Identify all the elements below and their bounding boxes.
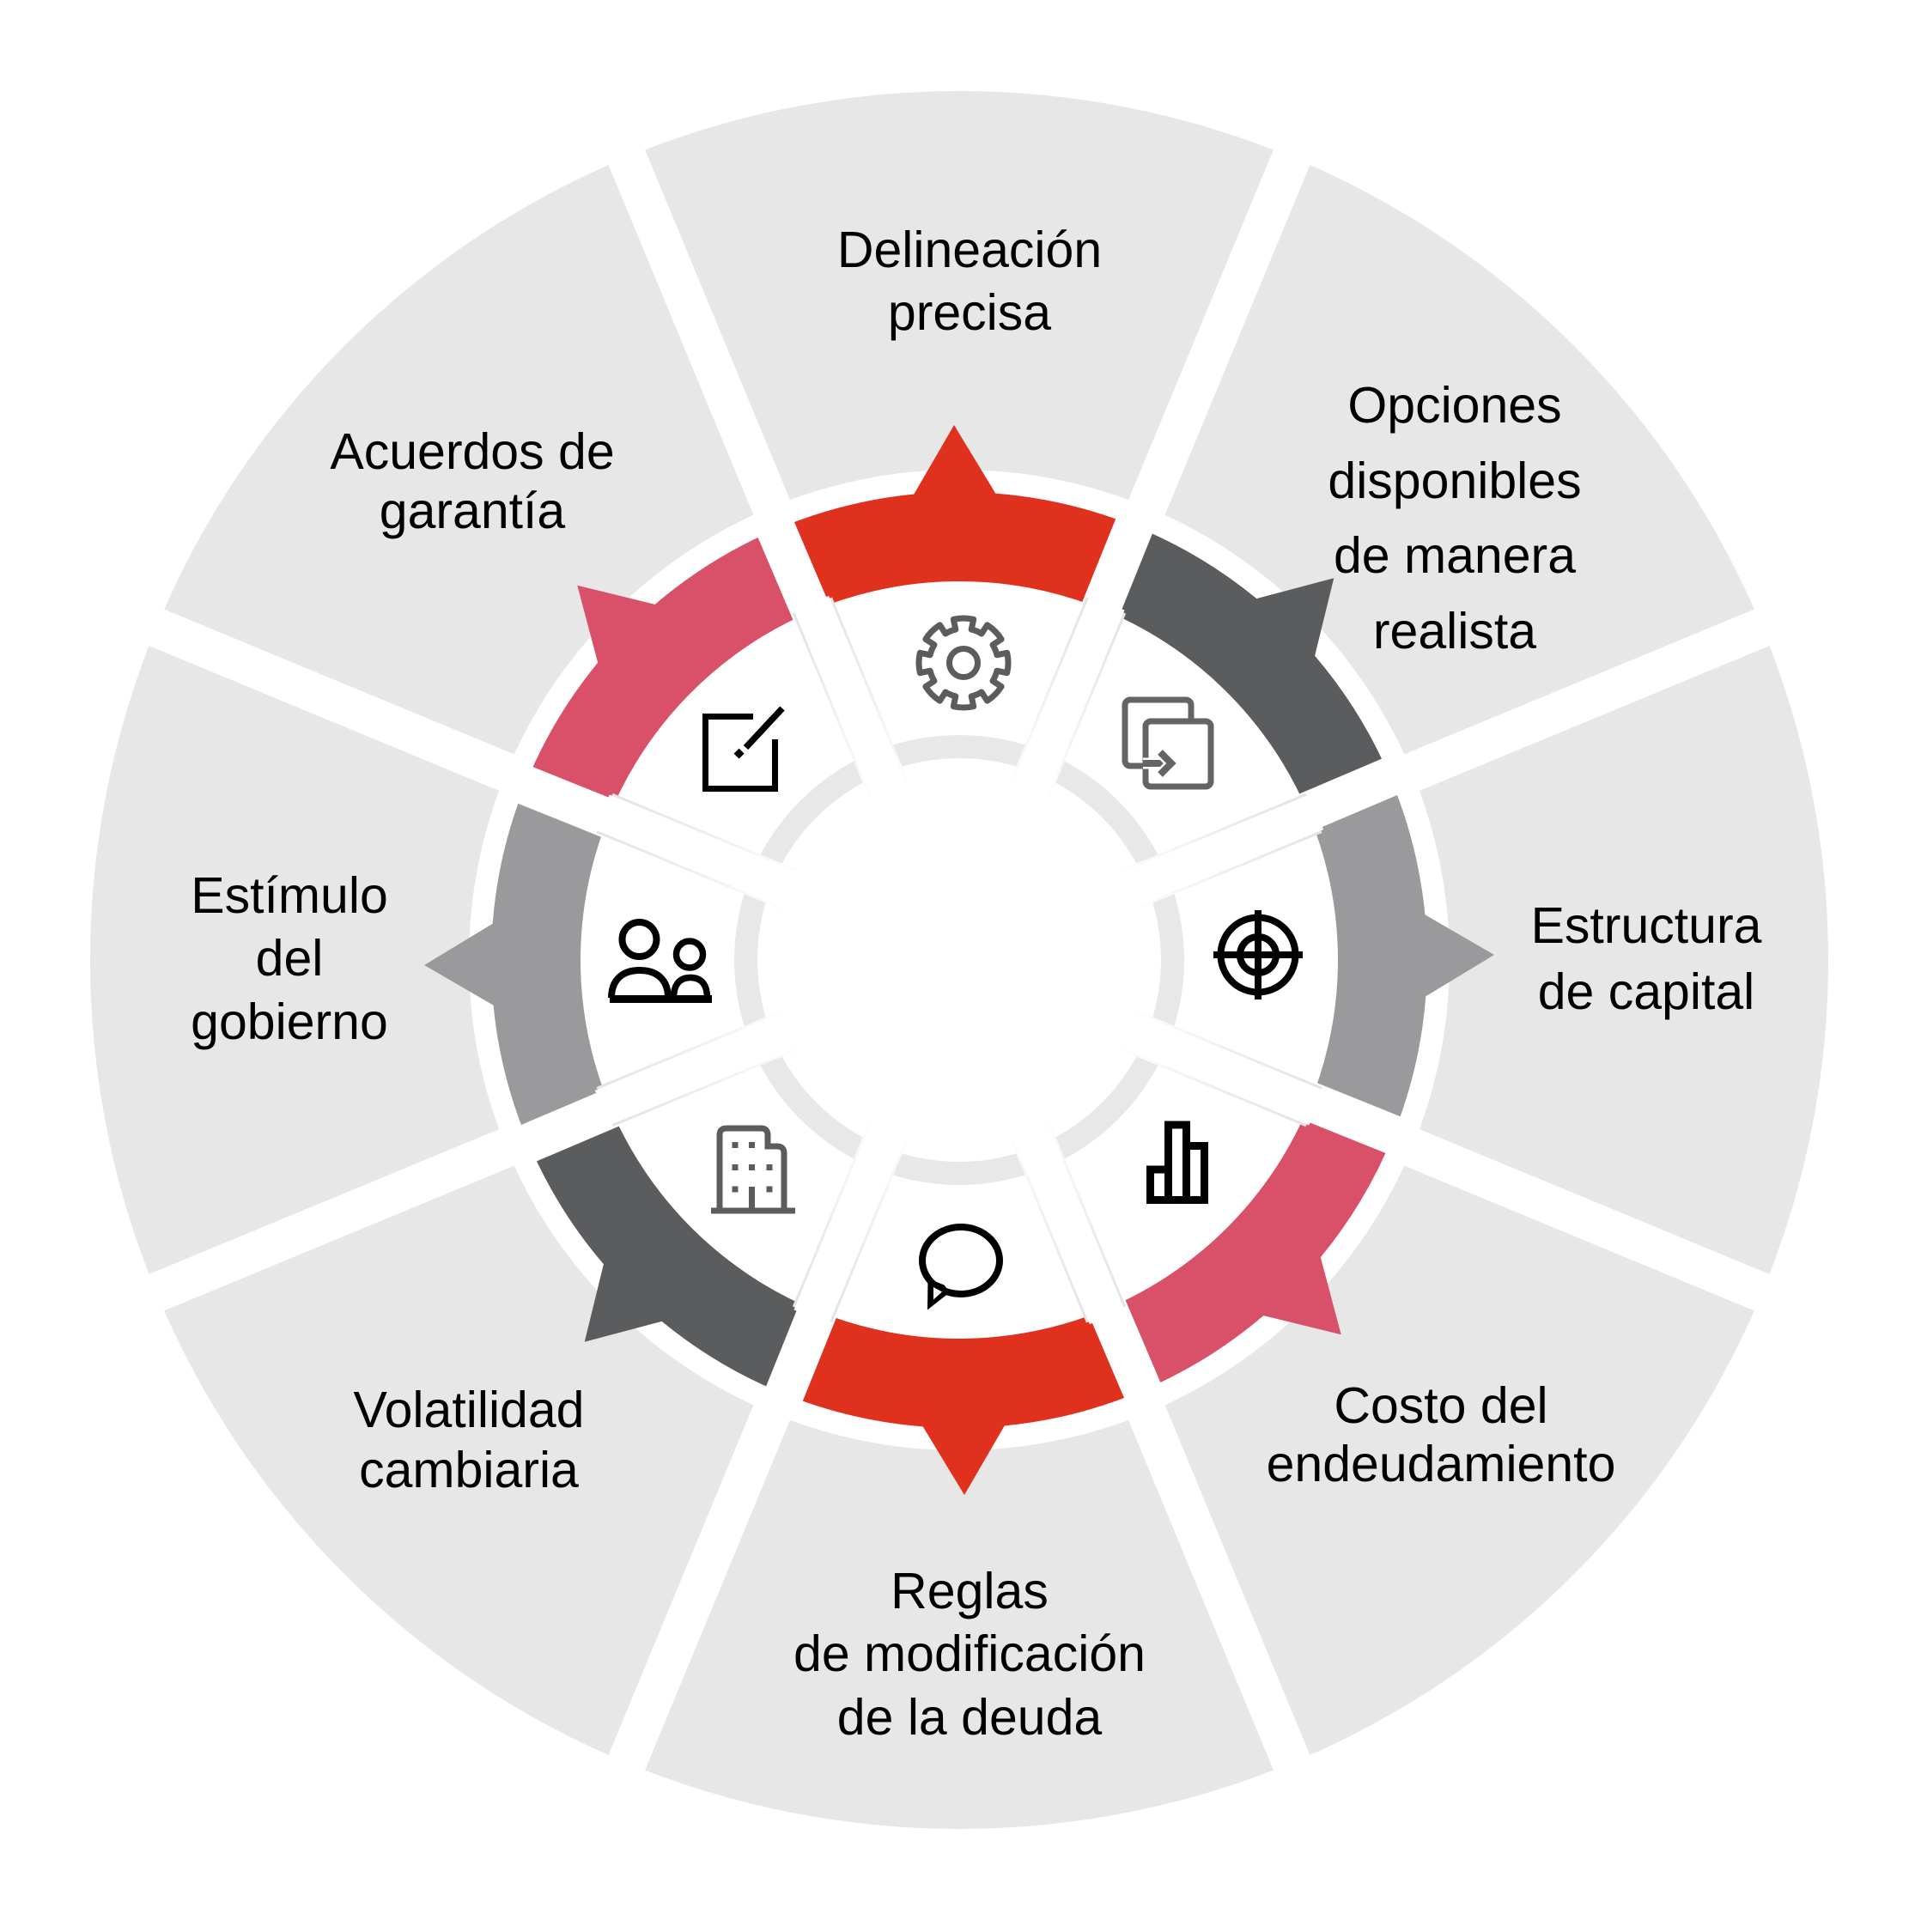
svg-text:de capital: de capital	[1538, 963, 1755, 1020]
svg-text:endeudamiento: endeudamiento	[1267, 1436, 1616, 1492]
svg-text:de manera: de manera	[1334, 527, 1576, 584]
svg-text:gobierno: gobierno	[191, 993, 388, 1050]
svg-text:de la deuda: de la deuda	[837, 1689, 1103, 1746]
svg-text:Costo del: Costo del	[1334, 1377, 1547, 1434]
svg-text:Volatilidad: Volatilidad	[354, 1382, 585, 1438]
svg-text:disponibles: disponibles	[1328, 453, 1581, 509]
svg-text:del: del	[256, 930, 324, 987]
svg-text:garantía: garantía	[380, 483, 566, 539]
svg-text:precisa: precisa	[888, 284, 1051, 341]
svg-text:de modificación: de modificación	[793, 1625, 1146, 1682]
svg-text:Reglas: Reglas	[891, 1563, 1049, 1619]
svg-text:Opciones: Opciones	[1347, 377, 1561, 434]
svg-text:Estímulo: Estímulo	[191, 867, 388, 924]
svg-text:cambiaria: cambiaria	[359, 1442, 579, 1498]
svg-text:realista: realista	[1373, 603, 1536, 659]
svg-text:Acuerdos de: Acuerdos de	[330, 423, 614, 480]
svg-text:Delineación: Delineación	[837, 222, 1102, 278]
svg-text:Estructura: Estructura	[1531, 897, 1762, 954]
